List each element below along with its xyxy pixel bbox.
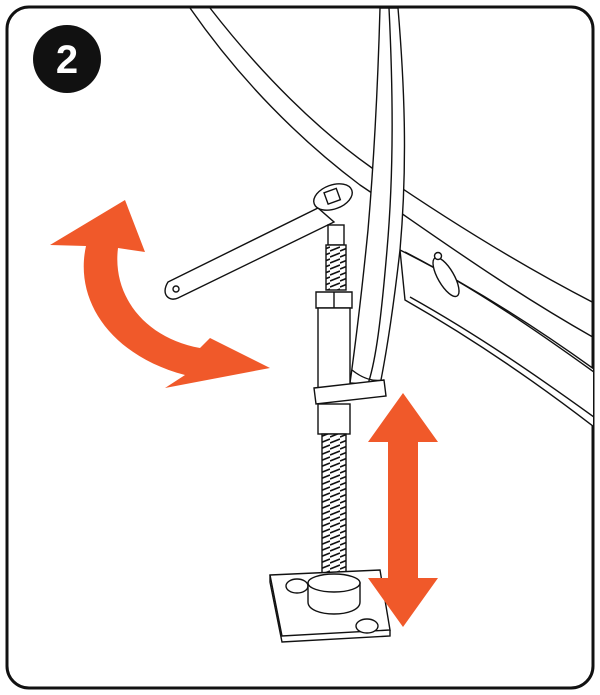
vertical-double-arrow-icon [368, 393, 438, 627]
step-badge: 2 [33, 25, 101, 93]
panel-frame [5, 5, 595, 690]
step-number: 2 [56, 38, 78, 82]
bolt-hole [433, 251, 443, 261]
adjustment-wrench [164, 183, 353, 300]
curved-double-arrow-icon [50, 200, 270, 388]
adjustable-foot-screw [269, 224, 391, 643]
lower-frame-tube [399, 248, 593, 432]
